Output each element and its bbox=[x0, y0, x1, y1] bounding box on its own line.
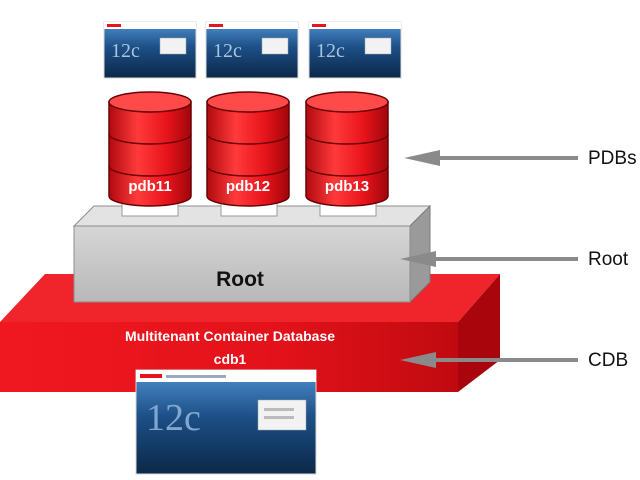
pdb-label-1: pdb11 bbox=[128, 178, 172, 195]
thumbnail-version-large: 12c bbox=[146, 397, 201, 439]
thumbnail-version-3: 12c bbox=[316, 40, 345, 62]
callout-pdbs: PDBs bbox=[588, 148, 637, 169]
thumbnail-version-2: 12c bbox=[213, 40, 242, 62]
arrow-cdb bbox=[400, 352, 578, 368]
root-label: Root bbox=[216, 268, 264, 291]
pdb-app-screenshot-2 bbox=[205, 21, 299, 79]
cdb-name: cdb1 bbox=[213, 351, 247, 367]
arrow-root bbox=[400, 251, 578, 267]
callout-root: Root bbox=[588, 249, 629, 270]
cdb-slab-side bbox=[458, 274, 500, 392]
pdb-label-3: pdb13 bbox=[324, 178, 370, 195]
pdb-cylinder-3 bbox=[305, 91, 389, 207]
thumbnail-version-1: 12c bbox=[111, 40, 140, 62]
root-block-front bbox=[73, 225, 411, 303]
pdb-cylinder-2 bbox=[206, 91, 290, 207]
cdb-app-screenshot bbox=[135, 369, 317, 475]
arrow-pdbs bbox=[404, 150, 578, 166]
pdb-cylinder-1 bbox=[108, 91, 192, 207]
pdb-app-screenshot-1 bbox=[103, 21, 197, 79]
callout-cdb: CDB bbox=[588, 350, 629, 371]
cdb-title: Multitenant Container Database bbox=[124, 328, 336, 344]
pdb-label-2: pdb12 bbox=[225, 178, 271, 195]
pdb-app-screenshot-3 bbox=[308, 21, 402, 79]
